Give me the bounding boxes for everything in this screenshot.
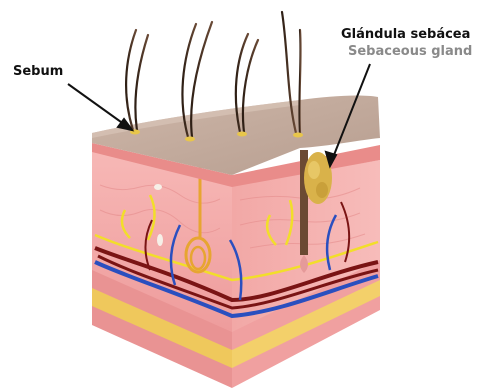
cell-1 [154,184,162,190]
sebaceous-gland-label-en: Sebaceous gland [348,44,472,59]
sebaceous-gland-label-es: Glándula sebácea [341,27,470,42]
sebum-label: Sebum [13,64,63,79]
sebum-arrow [68,84,128,127]
cell-2 [157,234,163,246]
